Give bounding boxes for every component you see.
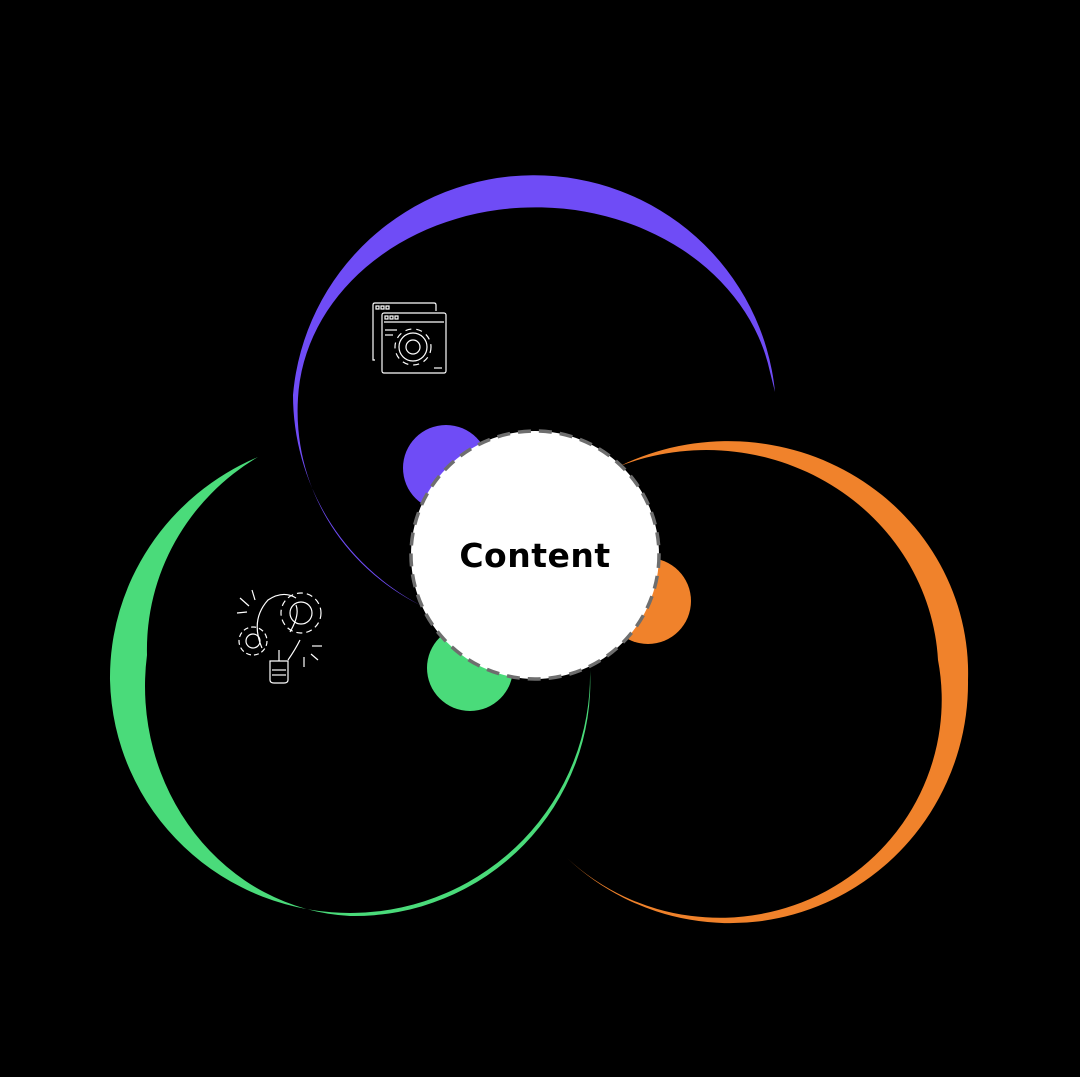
- center-circle: [409, 429, 661, 681]
- center-label: Content: [459, 535, 611, 575]
- web-settings-icon: [372, 302, 447, 374]
- idea-gears-icon: [236, 589, 322, 684]
